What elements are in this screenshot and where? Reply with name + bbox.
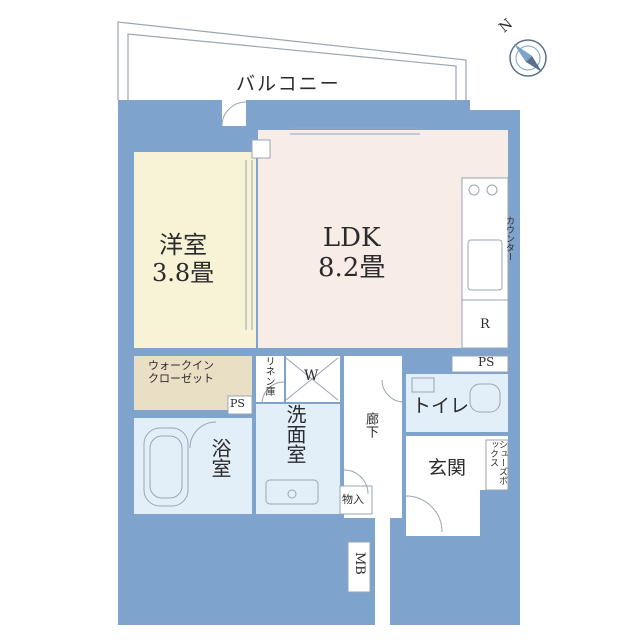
fixtures <box>143 101 503 533</box>
ps-a-box <box>227 395 253 415</box>
ldk-size: 8.2畳 <box>318 252 386 283</box>
bath-label: 浴室 <box>208 438 232 478</box>
mb-box <box>347 541 371 593</box>
fridge-space <box>461 299 509 349</box>
toilet-fixture <box>469 383 501 413</box>
ps-b-box <box>451 355 509 373</box>
toilet-label: トイレ <box>412 395 470 417</box>
western-name: 洋室 <box>159 231 208 259</box>
walkin-label: ウォークイン クローゼット <box>148 359 214 385</box>
floor-areas <box>134 130 509 593</box>
ps-b-label: PS <box>478 355 495 369</box>
western-room-label: 洋室 3.8畳 <box>152 231 215 287</box>
entrance-door-area <box>406 490 480 536</box>
linen-label: リネン庫 <box>263 356 274 396</box>
ps-a-label: PS <box>230 397 245 410</box>
balcony-notch <box>251 139 271 159</box>
western-size: 3.8畳 <box>152 258 215 287</box>
counter-label: カウンター <box>504 216 514 261</box>
storage-label: 物入 <box>342 493 364 506</box>
bath-room <box>134 418 252 514</box>
storage-closet <box>339 485 373 515</box>
washer-label: W <box>304 368 319 384</box>
fridge-label: R <box>480 317 490 332</box>
kitchen-counter <box>461 177 509 301</box>
corridor-label: 廊下 <box>363 412 378 438</box>
sink <box>265 479 319 505</box>
washroom <box>256 404 340 514</box>
ldk-name: LDK <box>322 223 381 253</box>
shoebox <box>485 439 509 491</box>
walkin-line2: クローゼット <box>148 371 214 385</box>
bathtub <box>143 427 189 507</box>
mb-label: MB <box>352 552 367 575</box>
balcony-area <box>117 21 467 100</box>
north-compass-icon <box>509 39 547 77</box>
linen-area <box>256 356 284 402</box>
entrance-label: 玄関 <box>428 457 467 479</box>
ldk-label: LDK 8.2畳 <box>318 223 386 284</box>
western-room <box>134 152 246 348</box>
balcony-label: バルコニー <box>236 73 341 95</box>
washroom-label: 洗面室 <box>283 404 307 464</box>
shoebox-label: シューズボックス <box>488 440 507 485</box>
walkin-line1: ウォークイン <box>148 359 214 372</box>
